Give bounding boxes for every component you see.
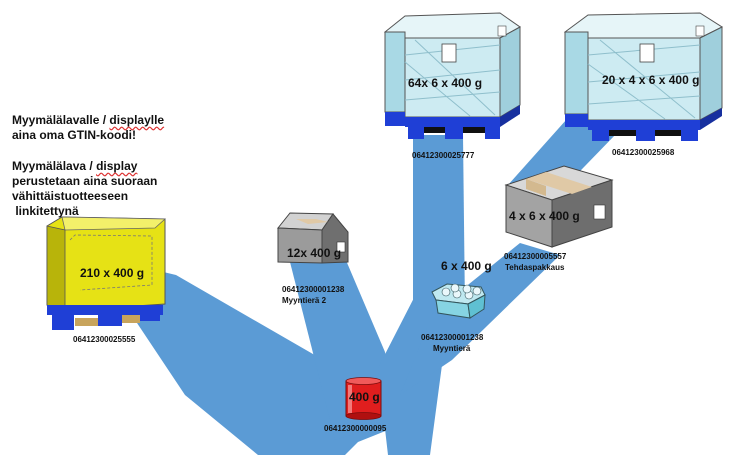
case-qty: 4 x 6 x 400 g	[509, 209, 580, 223]
note-line-3-text: Myymälälava /	[12, 159, 97, 173]
small-box-label: Myyntierä 2	[282, 296, 327, 305]
tray-gtin: 06412300001238	[421, 333, 484, 342]
wrapped-pallet-left	[383, 12, 521, 139]
small-box	[276, 212, 349, 264]
pallet-left-qty: 64x 6 x 400 g	[408, 76, 483, 90]
yellow-pallet-gtin: 06412300025555	[73, 335, 136, 344]
pallet-left-gtin: 06412300025777	[412, 151, 475, 160]
small-box-qty: 12x 400 g	[287, 246, 342, 260]
note-line-4: perustetaan aina suoraan	[12, 174, 158, 188]
note-line-2: aina oma GTIN-koodi!	[12, 128, 137, 142]
case-gtin: 06412300005557	[504, 252, 567, 261]
pallet-right-qty: 20 x 4 x 6 x 400 g	[602, 73, 700, 87]
flow-to-case	[400, 243, 560, 395]
tray-label: Myyntierä	[433, 344, 471, 353]
small-box-gtin: 06412300001238	[282, 285, 345, 294]
consumer-unit-can	[345, 377, 382, 420]
pallet-right-gtin: 06412300025968	[612, 148, 675, 157]
note-line-1-text: Myymälälavalle /	[12, 113, 110, 127]
tray-qty: 6 x 400 g	[441, 259, 492, 273]
yellow-pallet-qty: 210 x 400 g	[80, 266, 145, 280]
note-line-5: vähittäistuotteeseen	[12, 189, 129, 203]
consumer-unit-gtin: 06412300000095	[324, 424, 387, 433]
shipping-case	[504, 165, 614, 248]
note-line-3-display: display	[96, 159, 138, 173]
note-line-6: linkitettynä	[12, 204, 79, 218]
note-line-1: Myymälälavalle / displaylle	[12, 113, 164, 128]
consumer-unit-qty: 400 g	[349, 390, 380, 404]
note-line-1-displaylle: displaylle	[109, 113, 165, 127]
flow-to-left-pallet	[413, 135, 465, 310]
tray-six-pack	[431, 283, 486, 319]
case-label: Tehdaspakkaus	[505, 263, 565, 272]
note-line-3: Myymälälava / display	[12, 159, 137, 174]
wrapped-pallet-right	[563, 12, 724, 141]
yellow-display-pallet	[46, 216, 167, 330]
